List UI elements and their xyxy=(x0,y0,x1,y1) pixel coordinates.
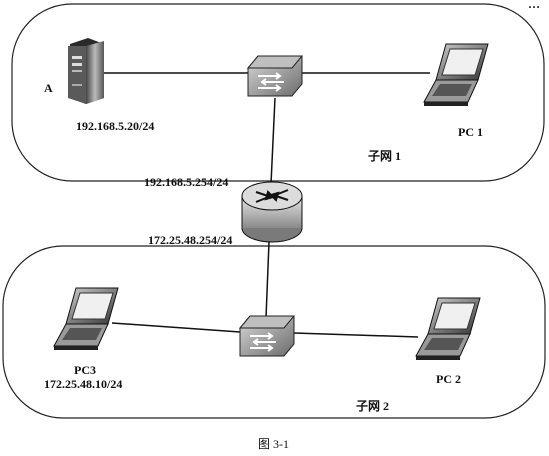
subnet-2-boundary xyxy=(2,245,546,419)
server-name: A xyxy=(44,81,53,95)
server-icon xyxy=(68,38,104,104)
corner-text: … xyxy=(528,0,540,11)
pc3-ip: 172.25.48.10/24 xyxy=(44,377,122,391)
pc1-name: PC 1 xyxy=(458,125,483,139)
link-pc3-switch2 xyxy=(111,322,241,333)
network-links xyxy=(102,72,430,338)
pc2-name: PC 2 xyxy=(436,372,461,386)
pc3-name: PC3 xyxy=(74,363,96,377)
router-ip-lower: 172.25.48.254/24 xyxy=(148,233,232,247)
link-switch2-pc2 xyxy=(293,332,419,338)
laptop-icon xyxy=(423,43,489,106)
laptop-icon xyxy=(53,287,119,350)
server-ip: 192.168.5.20/24 xyxy=(76,119,154,133)
link-router-switch2 xyxy=(265,241,270,319)
switch-icon xyxy=(246,55,304,97)
subnet-2-label: 子网 2 xyxy=(356,399,389,413)
router-ip-upper: 192.168.5.254/24 xyxy=(144,175,228,189)
switch-icon xyxy=(238,315,296,357)
laptop-icon xyxy=(415,297,481,360)
subnet-1-label: 子网 1 xyxy=(368,149,401,163)
router-icon xyxy=(241,181,303,243)
link-switch1-router xyxy=(270,97,276,185)
subnet-1-boundary xyxy=(11,3,545,182)
figure-caption: 图 3-1 xyxy=(258,437,289,451)
